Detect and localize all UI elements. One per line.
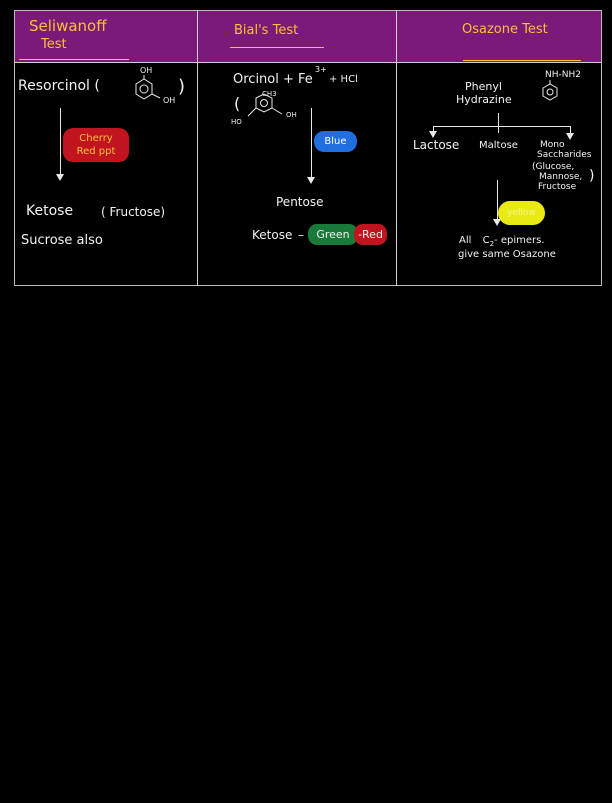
resorcinol-label: Resorcinol ( — [18, 78, 100, 94]
cherry-red-result: Cherry Red ppt — [63, 128, 129, 162]
header-band — [15, 11, 601, 62]
cherry-red-line2: Red ppt — [76, 146, 116, 157]
seliwanoff-arrow — [60, 108, 61, 174]
green-result: Green — [308, 224, 358, 245]
header-seliwanoff-line1: Seliwanoff — [29, 17, 107, 35]
header-seliwanoff-underline — [19, 59, 129, 60]
mono-paren-close: ) — [589, 168, 595, 184]
comparison-table — [14, 10, 602, 286]
header-osazone-underline — [463, 60, 581, 61]
mono-branch — [570, 126, 571, 134]
orcinol-oh: OH — [286, 111, 297, 119]
hcl-label: + HCl — [329, 74, 358, 85]
same-osazone-note: give same Osazone — [458, 249, 556, 260]
hydrazine-label: Hydrazine — [456, 93, 512, 106]
osazone-arrow-head — [493, 219, 501, 226]
epimers-all: All — [459, 235, 472, 246]
osazone-stem — [498, 113, 499, 127]
lactose-arrow-head — [429, 131, 437, 138]
epimers-post: - epimers. — [494, 235, 545, 246]
mono-line2: Saccharides — [537, 150, 592, 160]
orcinol-ch3: CH3 — [262, 90, 277, 98]
maltose-branch — [498, 126, 499, 133]
cherry-red-line1: Cherry — [79, 133, 113, 144]
epimers-c: C — [482, 235, 490, 246]
seliwanoff-ketose: Ketose — [26, 203, 74, 219]
resorcinol-oh-right: OH — [163, 96, 176, 105]
seliwanoff-arrow-head — [56, 174, 64, 181]
epimers-sub: 2 — [489, 240, 495, 248]
mono-line5: Fructose — [538, 182, 577, 192]
header-bial: Bial's Test — [234, 23, 299, 38]
lactose-branch — [433, 126, 434, 133]
maltose-label: Maltose — [479, 140, 518, 151]
orcinol-label: Orcinol + Fe — [233, 72, 313, 87]
osazone-branch — [433, 126, 570, 127]
orcinol-structure — [247, 93, 283, 117]
resorcinol-oh-top: OH — [140, 66, 153, 75]
bial-ketose: Ketose — [252, 228, 293, 242]
bial-arrow — [311, 108, 312, 178]
nh-nh2-label: NH-NH2 — [545, 70, 581, 80]
header-osazone: Osazone Test — [462, 22, 548, 37]
phenyl-ring — [542, 80, 558, 101]
header-divider — [15, 62, 601, 63]
epimers-note: All C2- epimers. — [459, 235, 545, 248]
header-bial-underline — [230, 47, 324, 48]
osazone-arrow — [497, 180, 498, 220]
yellow-result: yellow — [498, 201, 545, 225]
resorcinol-structure — [135, 75, 161, 100]
lactose-label: Lactose — [413, 138, 460, 152]
seliwanoff-fructose: ( Fructose) — [101, 205, 166, 219]
bial-pentose: Pentose — [276, 195, 324, 209]
bial-ketose-dash: – — [298, 228, 304, 242]
fe-charge: 3+ — [315, 65, 327, 74]
column-divider-1 — [197, 11, 198, 286]
resorcinol-paren-close: ) — [178, 76, 186, 97]
column-divider-2 — [396, 11, 397, 286]
seliwanoff-sucrose: Sucrose also — [21, 233, 103, 248]
mono-line4: Mannose, — [539, 172, 583, 182]
orcinol-paren: ( — [234, 94, 241, 113]
mono-line1: Mono — [540, 140, 565, 150]
bial-arrow-head — [307, 177, 315, 184]
red-result: -Red — [354, 224, 387, 245]
mono-line3: (Glucose, — [532, 162, 575, 172]
blue-result: Blue — [314, 131, 357, 152]
orcinol-ho: HO — [231, 118, 242, 126]
mono-arrow-head — [566, 133, 574, 140]
header-seliwanoff-line2: Test — [41, 37, 67, 52]
phenyl-label: Phenyl — [465, 80, 502, 93]
